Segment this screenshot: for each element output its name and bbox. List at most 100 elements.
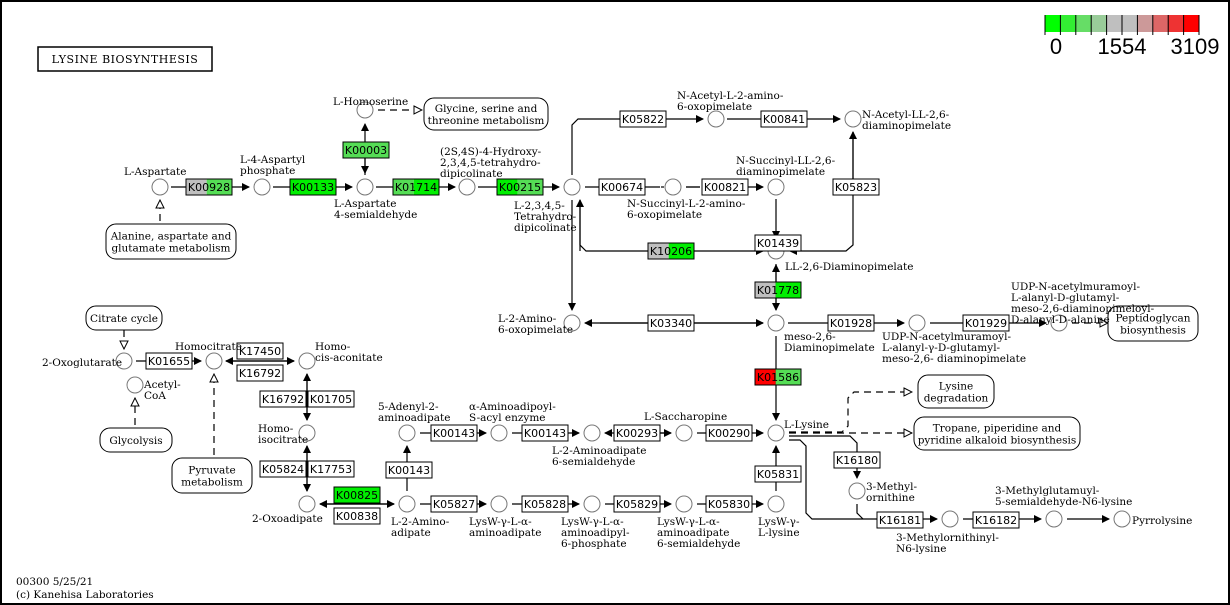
compound-label: LysW-γ-L-α- (469, 516, 532, 528)
enzyme-box-K17450[interactable]: K17450 (236, 342, 284, 360)
enzyme-box-K01929[interactable]: K01929 (962, 314, 1010, 332)
map-link-box[interactable] (423, 97, 549, 131)
enzyme-box-K05828[interactable]: K05828 (521, 495, 569, 513)
map-link-box[interactable] (171, 457, 253, 494)
compound-node[interactable] (941, 510, 959, 528)
compound-node[interactable] (356, 178, 374, 196)
enzyme-label: K05828 (524, 498, 566, 511)
compound-node[interactable] (298, 424, 316, 442)
enzyme-fill-left (393, 179, 414, 195)
compound-label: N-Succinyl-L-2-amino- (627, 198, 746, 210)
compound-node[interactable] (1113, 510, 1131, 528)
enzyme-label: K03340 (650, 317, 692, 330)
enzyme-box-K16180[interactable]: K16180 (833, 451, 881, 469)
enzyme-box-K00838[interactable]: K00838 (333, 507, 381, 525)
enzyme-box-K05831[interactable]: K05831 (754, 465, 802, 483)
compound-node[interactable] (848, 482, 866, 500)
enzyme-box-K17753[interactable]: K17753 (307, 460, 355, 478)
compound-label: dipicolinate (514, 222, 577, 234)
compound-node[interactable] (844, 110, 862, 128)
compound-node[interactable] (707, 110, 725, 128)
enzyme-box-K00841[interactable]: K00841 (760, 110, 808, 128)
compound-label: 6-semialdehyde (657, 538, 740, 550)
compound-node[interactable] (458, 178, 476, 196)
enzyme-box-K01655[interactable]: K01655 (145, 352, 193, 370)
compound-node[interactable] (767, 424, 785, 442)
enzyme-box-K01778[interactable]: K01778 (754, 281, 802, 299)
compound-node[interactable] (151, 178, 169, 196)
enzyme-box-K03340[interactable]: K03340 (647, 314, 695, 332)
compound-node[interactable] (563, 178, 581, 196)
enzyme-box-K00928[interactable]: K00928 (185, 178, 233, 196)
enzyme-box-K00821[interactable]: K00821 (701, 178, 749, 196)
enzyme-box-K16181[interactable]: K16181 (876, 511, 924, 529)
compound-node[interactable] (490, 424, 508, 442)
map-link-box[interactable] (99, 427, 173, 453)
compound-node[interactable] (253, 178, 271, 196)
compound-node[interactable] (205, 352, 223, 370)
enzyme-box-K01928[interactable]: K01928 (827, 314, 875, 332)
enzyme-box-K16792[interactable]: K16792 (236, 364, 284, 382)
enzyme-box-K10206[interactable]: K10206 (647, 242, 695, 260)
compound-node[interactable] (767, 178, 785, 196)
enzyme-box-K01705[interactable]: K01705 (307, 390, 355, 408)
enzyme-box-K00003[interactable]: K00003 (342, 141, 390, 159)
compound-node[interactable] (398, 424, 416, 442)
enzyme-box-K00825[interactable]: K00825 (333, 486, 381, 504)
compound-node[interactable] (563, 314, 581, 332)
enzyme-box-K01714[interactable]: K01714 (392, 178, 440, 196)
enzyme-box-K01586[interactable]: K01586 (754, 368, 802, 386)
enzyme-box-K00290[interactable]: K00290 (705, 424, 753, 442)
enzyme-box-K05830[interactable]: K05830 (705, 495, 753, 513)
compound-node[interactable] (583, 495, 601, 513)
compound-node[interactable] (298, 352, 316, 370)
enzyme-box-K05827[interactable]: K05827 (430, 495, 478, 513)
enzyme-box-K00143[interactable]: K00143 (521, 424, 569, 442)
enzyme-box-K05829[interactable]: K05829 (613, 495, 661, 513)
compound-node[interactable] (1050, 314, 1068, 332)
compound-node[interactable] (115, 352, 133, 370)
enzyme-box-K01439[interactable]: K01439 (754, 234, 802, 252)
enzyme-box-K00143[interactable]: K00143 (385, 461, 433, 479)
map-link-box[interactable] (917, 374, 995, 409)
compound-node[interactable] (298, 495, 316, 513)
map-link-box[interactable] (1107, 305, 1199, 342)
compound-node[interactable] (398, 495, 416, 513)
map-link-box[interactable] (913, 416, 1081, 451)
compound-node[interactable] (583, 424, 601, 442)
compound-node[interactable] (356, 101, 374, 119)
compound-node[interactable] (1045, 510, 1063, 528)
enzyme-box-K00293[interactable]: K00293 (613, 424, 661, 442)
map-link[interactable]: Citrate cycle (85, 305, 163, 331)
map-link[interactable]: Glycolysis (99, 427, 173, 453)
enzyme-box-K00133[interactable]: K00133 (289, 178, 337, 196)
map-link-box[interactable] (85, 305, 163, 331)
enzyme-box-K16182[interactable]: K16182 (972, 511, 1020, 529)
compound-node[interactable] (675, 495, 693, 513)
enzyme-box-K05822[interactable]: K05822 (619, 110, 667, 128)
enzyme-label: K01705 (310, 393, 352, 406)
compound-node[interactable] (908, 314, 926, 332)
enzyme-box-K16792[interactable]: K16792 (259, 390, 307, 408)
compound-node[interactable] (664, 178, 682, 196)
compound-node[interactable] (675, 424, 693, 442)
enzyme-box-K00215[interactable]: K00215 (496, 178, 544, 196)
enzyme-border (185, 178, 233, 196)
compound-node[interactable] (126, 376, 144, 394)
compound-node[interactable] (490, 495, 508, 513)
map-link-box[interactable] (105, 223, 237, 260)
compound-node[interactable] (767, 495, 785, 513)
enzyme-box-K05824[interactable]: K05824 (259, 460, 307, 478)
enzyme-box-K00143[interactable]: K00143 (430, 424, 478, 442)
enzyme-box-K05823[interactable]: K05823 (832, 178, 880, 196)
enzyme-fill (237, 343, 283, 359)
enzyme-box-K00674[interactable]: K00674 (598, 178, 646, 196)
compound-node[interactable] (767, 314, 785, 332)
